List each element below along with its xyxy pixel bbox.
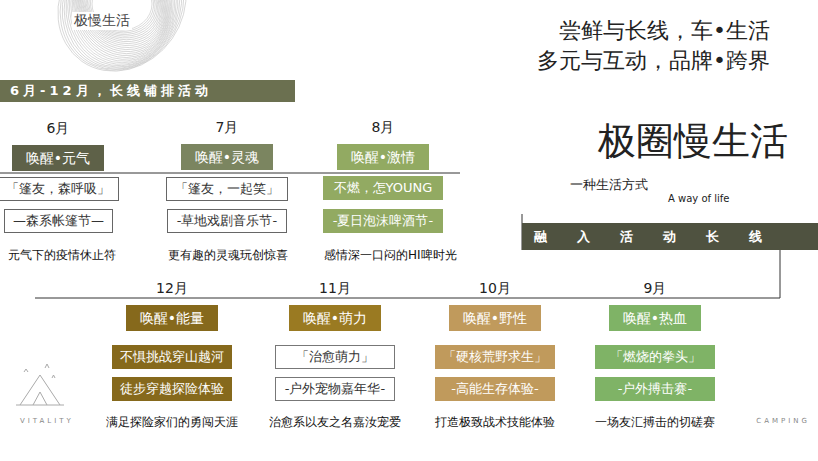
activity-box: -夏日泡沫啤酒节- [323, 209, 443, 233]
timeline-line [0, 173, 460, 174]
contour-line [64, 0, 179, 69]
box-text: 唤醒•激情 [345, 144, 421, 170]
caption-text: 一场友汇搏击的切磋赛 [595, 414, 715, 431]
tent-icon [16, 375, 64, 405]
activity-box: 徒步穿越探险体验 [112, 377, 232, 401]
activity-box: 「治愈萌力」 [275, 345, 395, 369]
activity-box: -户外宠物嘉年华- [275, 377, 395, 401]
box-text: 唤醒•热血 [617, 305, 693, 331]
month-label: 6月 [12, 119, 104, 137]
box-text: 唤醒•灵魂 [189, 144, 265, 170]
month-label: 11月 [289, 279, 381, 297]
month-label: 7月 [181, 118, 273, 136]
box-text: 「硬核荒野求生」 [443, 345, 547, 369]
activity-box: 不燃，怎YOUNG [323, 176, 443, 200]
note-text: 一种生活方式 [570, 176, 648, 194]
contour-line [58, 0, 186, 74]
box-text: 「篷友，森呼吸」 [6, 178, 110, 200]
timeline-line [780, 250, 781, 298]
month-label: 12月 [126, 279, 218, 297]
box-text: 不燃，怎YOUNG [331, 176, 435, 200]
watermark: CAMPING [756, 417, 810, 425]
box-text: 融入活动长线 [534, 223, 810, 250]
contour-line [60, 0, 183, 68]
box-text: -夏日泡沫啤酒节- [331, 209, 435, 233]
activity-box: 「篷友，森呼吸」 [0, 177, 119, 201]
box-text: 唤醒•能量 [134, 305, 210, 331]
box-text: 唤醒•元气 [20, 145, 96, 171]
activity-box: -高能生存体验- [435, 377, 555, 401]
month-box: 7月唤醒•灵魂 [181, 144, 273, 170]
box-text: -高能生存体验- [443, 377, 547, 401]
contour-line [46, 0, 197, 85]
activity-box: 不惧挑战穿山越河 [112, 345, 232, 369]
box-text: 徒步穿越探险体验 [120, 377, 224, 401]
note-text: 极慢生活 [72, 12, 132, 30]
box-text: 「治愈萌力」 [284, 346, 386, 368]
month-label: 10月 [449, 279, 541, 297]
box-text: 「篷友，一起笑」 [175, 178, 279, 200]
banner-band: 融入活动长线 [522, 223, 818, 250]
caption-text: 治愈系以友之名嘉汝宠爱 [269, 414, 401, 431]
month-box: 10月唤醒•野性 [449, 305, 541, 331]
contour-line [67, 0, 176, 65]
box-text: -户外宠物嘉年华- [284, 378, 386, 400]
box-text: 唤醒•萌力 [297, 305, 373, 331]
contour-line [61, 0, 183, 69]
box-text: 6月-12月，长线铺排活动 [10, 80, 287, 102]
activity-box: 「燃烧的拳头」 [595, 345, 715, 369]
note-text: 尝鲜与长线，车•生活 [559, 16, 770, 46]
caption-text: 感情深一口闷的HI啤时光 [324, 247, 457, 264]
watermark: VITALITY [20, 417, 74, 425]
box-text: 唤醒•野性 [457, 305, 533, 331]
caption-text: 更有趣的灵魂玩创惊喜 [168, 247, 288, 264]
title: 极圈慢生活 [598, 116, 788, 167]
note-text: A way of life [668, 193, 729, 204]
note-text: 多元与互动，品牌•跨界 [537, 46, 770, 76]
activity-box: 「硬核荒野求生」 [435, 345, 555, 369]
contour-line [41, 0, 203, 89]
month-box: 11月唤醒•萌力 [289, 305, 381, 331]
month-box: 6月唤醒•元气 [12, 145, 104, 171]
caption-text: 打造极致战术技能体验 [435, 414, 555, 431]
tent-icon [16, 364, 64, 405]
banner-band: 6月-12月，长线铺排活动 [0, 80, 295, 102]
box-text: -户外搏击赛- [603, 377, 707, 401]
box-text: -草地戏剧音乐节- [176, 210, 278, 232]
box-text: 不惧挑战穿山越河 [120, 345, 224, 369]
activity-box: -户外搏击赛- [595, 377, 715, 401]
month-box: 8月唤醒•激情 [337, 144, 429, 170]
month-box: 12月唤醒•能量 [126, 305, 218, 331]
contour-line [60, 0, 183, 69]
activity-box: -草地戏剧音乐节- [167, 209, 287, 233]
month-box: 9月唤醒•热血 [609, 305, 701, 331]
timeline-line [35, 298, 780, 299]
box-text: 「燃烧的拳头」 [603, 345, 707, 369]
box-text: —森系帐篷节— [13, 210, 104, 232]
month-label: 8月 [337, 118, 429, 136]
activity-box: 「篷友，一起笑」 [166, 177, 288, 201]
caption-text: 元气下的疫情休止符 [8, 247, 116, 264]
activity-box: —森系帐篷节— [4, 209, 113, 233]
month-label: 9月 [609, 279, 701, 297]
caption-text: 满足探险家们的勇闯天涯 [106, 414, 238, 431]
star-icon [24, 364, 55, 378]
